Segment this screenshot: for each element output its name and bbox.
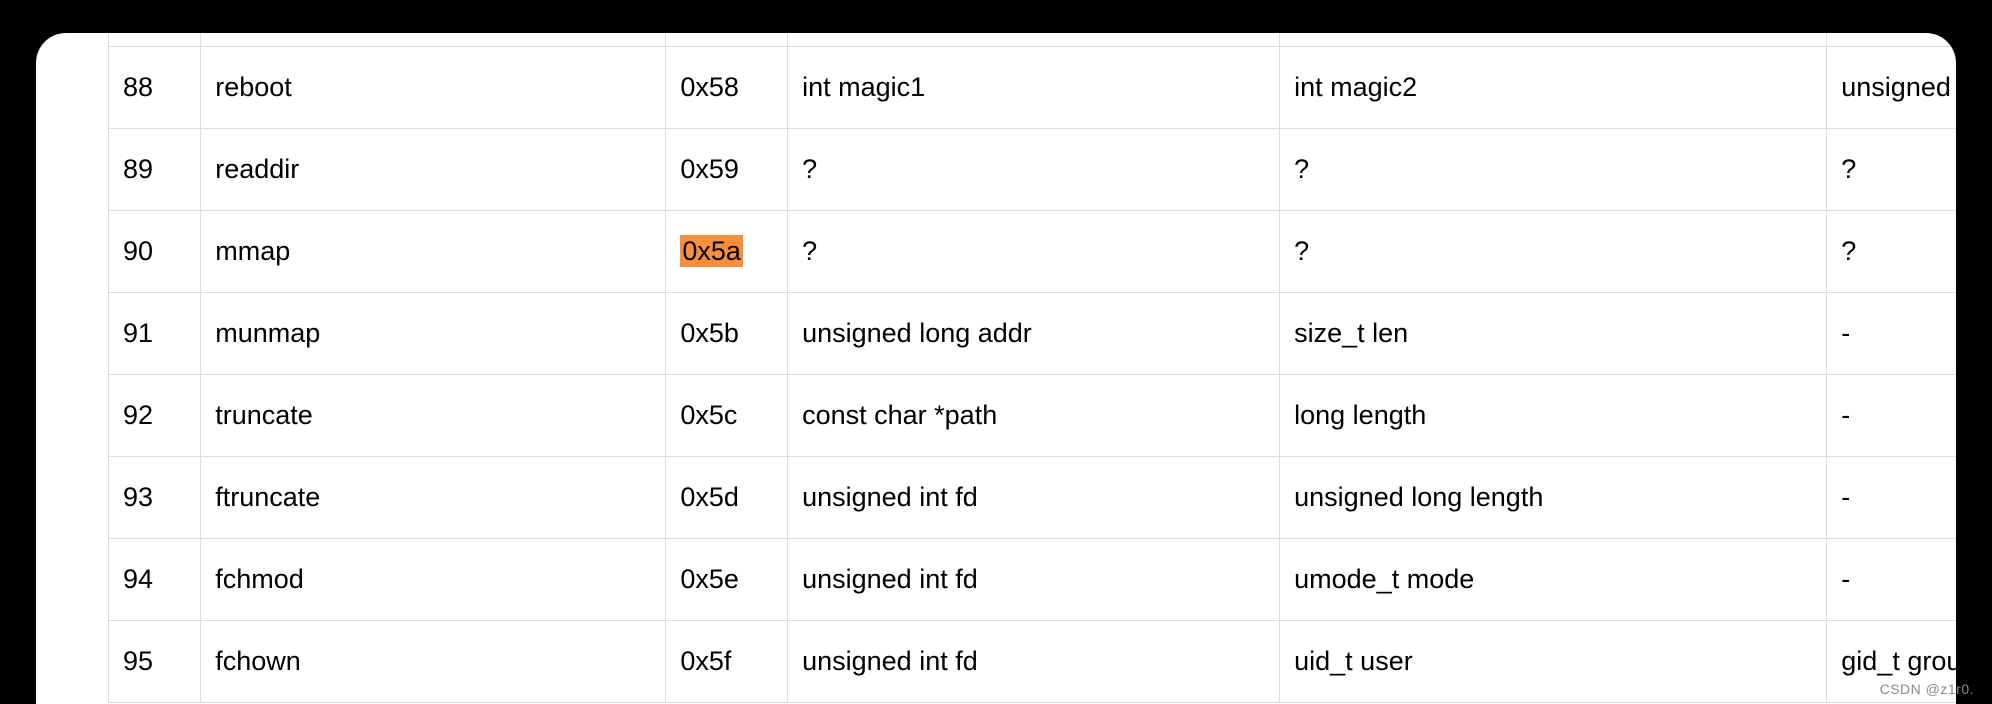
cell-arg2: ? [1826,128,1956,211]
cell-name: fchmod [200,538,667,621]
cell-index: 90 [108,210,202,293]
highlighted-hex-value[interactable]: 0x5a [680,234,743,267]
cell-arg0: const char *path [787,374,1281,457]
cell-hex: 0x5d [665,456,789,539]
cell-name: fchown [200,620,667,703]
cell-index: 92 [108,374,202,457]
cell-arg2: gid_t group [1826,620,1956,703]
syscall-table-body: 88 reboot 0x58 int magic1 int magic2 uns… [108,33,1956,703]
cell-name: munmap [200,292,667,375]
cell-arg2: unsigned int cmd [1826,46,1956,129]
cell-arg2: - [1826,538,1956,621]
cell-arg2: - [1826,374,1956,457]
cell-name: mmap [200,210,667,293]
cell-arg1 [1279,33,1828,47]
cell-index [108,33,202,47]
cell-hex: 0x5a [665,210,789,293]
cell-hex: 0x5f [665,620,789,703]
table-row[interactable]: 88 reboot 0x58 int magic1 int magic2 uns… [108,46,1956,129]
cell-hex: 0x59 [665,128,789,211]
cell-name [200,33,667,47]
cell-hex: 0x58 [665,46,789,129]
watermark: CSDN @z1r0. [1879,681,1974,697]
cell-index: 93 [108,456,202,539]
table-row[interactable]: 95 fchown 0x5f unsigned int fd uid_t use… [108,620,1956,703]
cell-arg0: unsigned int fd [787,456,1281,539]
cell-arg1: umode_t mode [1279,538,1828,621]
table-row[interactable]: 89 readdir 0x59 ? ? ? [108,128,1956,211]
cell-arg1: int magic2 [1279,46,1828,129]
cell-arg2: ? [1826,210,1956,293]
table-row[interactable]: 90 mmap 0x5a ? ? ? [108,210,1956,293]
cell-index: 95 [108,620,202,703]
cell-hex: 0x5e [665,538,789,621]
cell-arg0: unsigned int fd [787,620,1281,703]
cell-arg0: unsigned long addr [787,292,1281,375]
cell-arg0: ? [787,128,1281,211]
cell-arg2 [1826,33,1956,47]
table-card: 88 reboot 0x58 int magic1 int magic2 uns… [36,33,1956,704]
cell-name: reboot [200,46,667,129]
cell-hex: 0x5b [665,292,789,375]
cell-index: 91 [108,292,202,375]
table-row[interactable]: 91 munmap 0x5b unsigned long addr size_t… [108,292,1956,375]
cell-index: 89 [108,128,202,211]
table-row[interactable]: 92 truncate 0x5c const char *path long l… [108,374,1956,457]
cell-hex: 0x5c [665,374,789,457]
cell-index: 94 [108,538,202,621]
table-row[interactable]: 93 ftruncate 0x5d unsigned int fd unsign… [108,456,1956,539]
cell-index: 88 [108,46,202,129]
cell-arg0 [787,33,1281,47]
table-scroll-viewport[interactable]: 88 reboot 0x58 int magic1 int magic2 uns… [108,33,1956,704]
cell-arg1: ? [1279,210,1828,293]
cell-arg1: ? [1279,128,1828,211]
cell-name: readdir [200,128,667,211]
cell-arg1: unsigned long length [1279,456,1828,539]
cell-arg2: - [1826,456,1956,539]
cell-arg1: size_t len [1279,292,1828,375]
cell-name: truncate [200,374,667,457]
cell-arg0: int magic1 [787,46,1281,129]
table-row[interactable]: 94 fchmod 0x5e unsigned int fd umode_t m… [108,538,1956,621]
cell-arg2: - [1826,292,1956,375]
cell-arg1: uid_t user [1279,620,1828,703]
cell-arg0: unsigned int fd [787,538,1281,621]
cell-arg1: long length [1279,374,1828,457]
cell-hex [665,33,789,47]
table-row[interactable] [108,33,1956,47]
cell-name: ftruncate [200,456,667,539]
syscall-table: 88 reboot 0x58 int magic1 int magic2 uns… [108,33,1956,703]
cell-arg0: ? [787,210,1281,293]
